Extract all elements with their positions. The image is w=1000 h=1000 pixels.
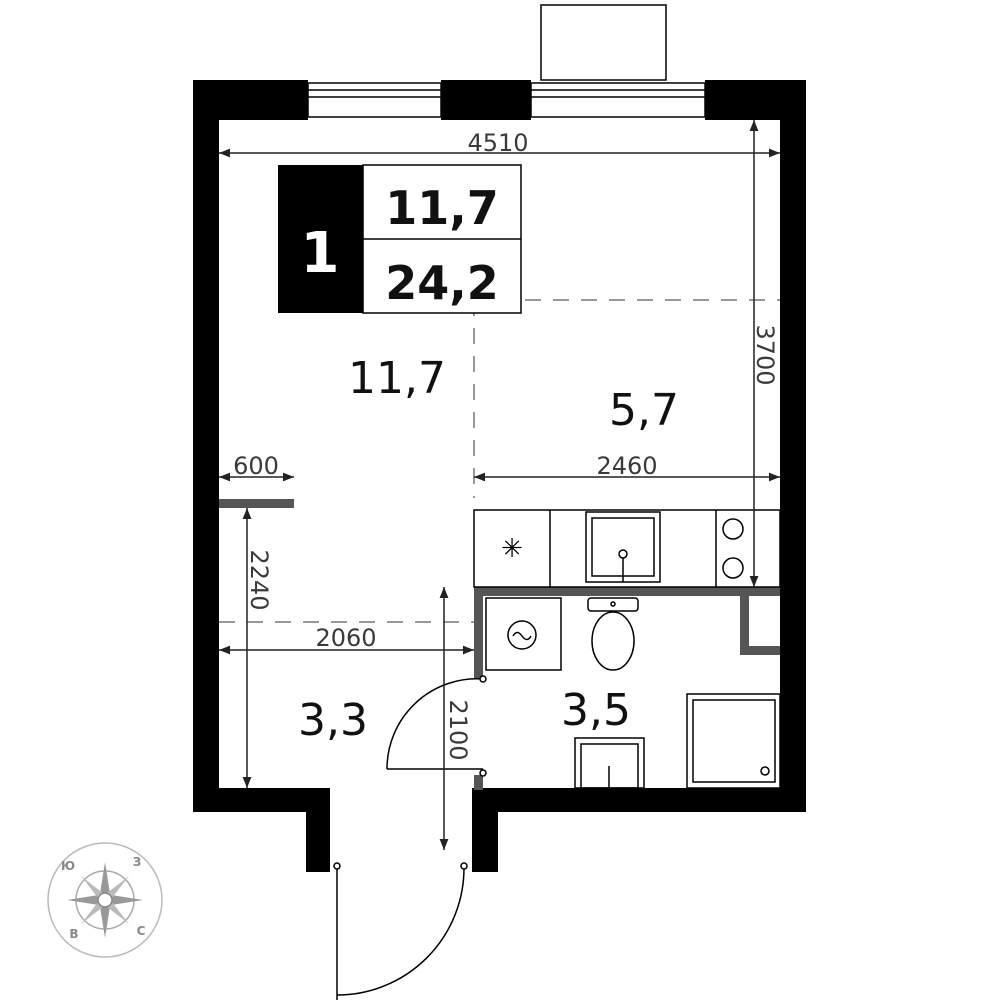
dim-total-width: 4510: [467, 129, 528, 157]
dim-hall-length: 2240: [245, 549, 273, 610]
bathroom-sink-icon: [574, 737, 645, 789]
badge-total-area: 24,2: [385, 256, 499, 310]
compass-icon: Ю З В С: [47, 842, 163, 958]
window-right: [530, 82, 706, 118]
compass-label-s: Ю: [61, 859, 75, 873]
compass-label-e: В: [69, 927, 78, 941]
dimension-lines: [219, 120, 780, 850]
window-left: [307, 82, 442, 118]
badge-room-count: 1: [301, 221, 340, 286]
room-area-bathroom: 3,5: [561, 685, 631, 736]
compass-label-n: С: [137, 924, 146, 938]
compass-label-w: З: [133, 855, 142, 869]
exterior-walls: [193, 80, 806, 872]
toilet-icon: [587, 597, 639, 671]
dim-wardrobe-width: 600: [233, 452, 279, 480]
bathroom-door: [386, 675, 487, 777]
wardrobe-shelf: [219, 499, 294, 508]
dim-hall-width: 2060: [315, 624, 376, 652]
snowflake-icon: ✳: [501, 534, 523, 564]
balcony: [540, 4, 667, 81]
room-area-living: 11,7: [348, 353, 446, 404]
washing-machine-icon: [485, 597, 562, 671]
dim-kitchen-width: 2460: [596, 452, 657, 480]
kitchen-counter: [473, 509, 781, 588]
kitchen-sink-icon: [585, 511, 661, 583]
badge-room-count-box: [278, 165, 363, 313]
badge-living-area: 11,7: [385, 181, 499, 235]
dim-room-depth: 3700: [751, 324, 779, 385]
room-area-hall: 3,3: [298, 695, 368, 746]
shower-icon: [686, 693, 781, 789]
entrance-door: [333, 862, 468, 1000]
room-area-kitchen: 5,7: [609, 385, 679, 436]
bathroom-partitions: [474, 587, 780, 790]
stove-icon: [722, 518, 744, 579]
zone-lines: [219, 299, 780, 623]
info-badge: 1 11,7 24,2: [278, 164, 522, 314]
dim-hall-depth: 2100: [444, 699, 472, 760]
